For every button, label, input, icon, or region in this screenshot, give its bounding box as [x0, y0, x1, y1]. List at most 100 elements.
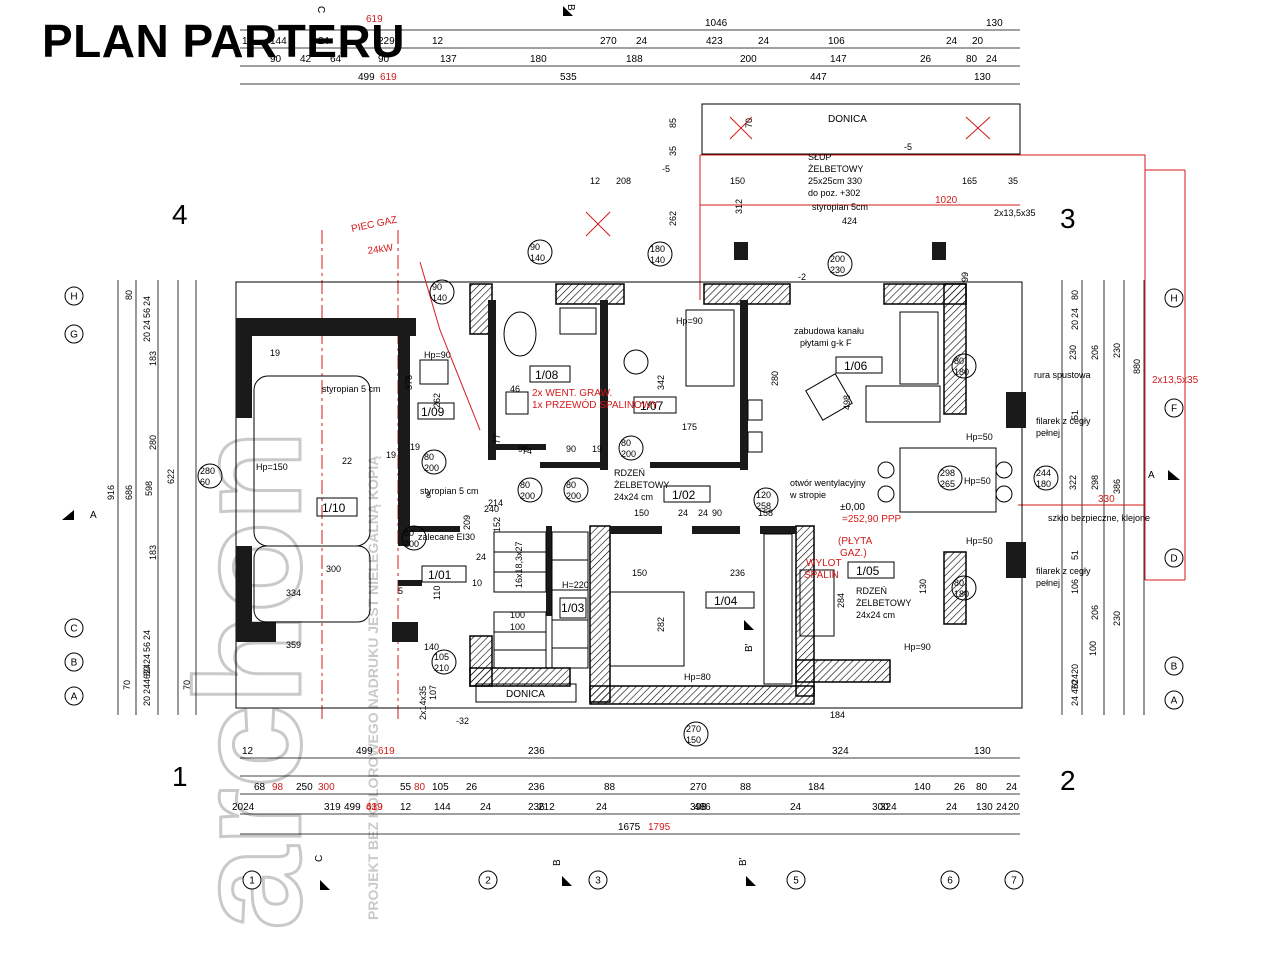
- dim-bot-r3-12: 24: [996, 802, 1008, 813]
- dim-misc-44: 140: [424, 642, 439, 652]
- dim-left-17: 70: [182, 680, 192, 690]
- dim-top-r3-10: 80: [966, 54, 978, 65]
- dim-top-r2-11: 20: [972, 36, 984, 47]
- note-szklo: szkło bezpieczne, klejone: [1048, 513, 1150, 523]
- dim-top-535: 535: [560, 72, 577, 83]
- opening-o11-line-1: 200: [404, 539, 419, 549]
- opening-o8-line-1: 200: [621, 449, 636, 459]
- note-filarek1-a: filarek z cegły: [1036, 416, 1091, 426]
- opening-o3-circle: [827, 251, 853, 277]
- section-b-top: B: [565, 4, 576, 11]
- note-hp150: Hp=150: [256, 462, 288, 472]
- dim-bot-r3-10: 24: [946, 802, 958, 813]
- dim-top-r2-7: 423: [706, 36, 723, 47]
- dim-misc-19: 280: [770, 371, 780, 386]
- dim-top-r2-10: 24: [946, 36, 958, 47]
- opening-o15-circle: [683, 721, 709, 747]
- dim-bot-324a: 324: [832, 746, 849, 757]
- note-hp90-c: Hp=90: [904, 642, 931, 652]
- dim-left-13: 20: [142, 696, 152, 706]
- axis-right-A-circle: [1164, 690, 1184, 710]
- dim-top-130: 130: [986, 18, 1003, 29]
- dim-bot-12: 12: [242, 746, 254, 757]
- dim-top-r3-0: 90: [270, 54, 282, 65]
- dim-left-7: 183: [148, 545, 158, 560]
- dim-misc-35: 90: [712, 508, 722, 518]
- red-annotations: 1020 2x13,5x35 330: [321, 154, 1199, 720]
- note-rdzen2-c: 24x24 cm: [856, 610, 895, 620]
- area-number-3: 3: [1060, 203, 1076, 234]
- red-piec-2: 24kW: [367, 242, 394, 257]
- dim-bot-486: 486: [694, 802, 711, 813]
- opening-o5-line-0: 80: [954, 356, 964, 366]
- room-1-04: 1/04: [714, 594, 738, 608]
- red-330: 330: [1098, 494, 1115, 505]
- page-title: PLAN PARTERU: [42, 15, 405, 67]
- left-dimensions: [117, 280, 197, 715]
- watermark-logo: archon: [164, 430, 332, 930]
- dim-misc-20: 46: [510, 384, 520, 394]
- red-went-2: 1x PRZEWÓD SPALINOWY: [532, 398, 658, 411]
- dim-right-11: 106: [1070, 579, 1080, 594]
- axis-left-H: H: [70, 292, 77, 303]
- opening-o7-line-0: 80: [424, 452, 434, 462]
- note-slup-1: SŁUP: [808, 152, 832, 162]
- fixtures: [253, 307, 1013, 685]
- note-h220: H=220: [562, 580, 589, 590]
- dim-top-r2-2: 24: [318, 36, 330, 47]
- opening-o10-line-1: 200: [566, 491, 581, 501]
- dim-bot-r3-13: 20: [1008, 802, 1020, 813]
- dim-top-r2-9: 106: [828, 36, 845, 47]
- dim-top-499: 499: [358, 72, 375, 83]
- dim-bot-red-2: 80: [414, 782, 426, 793]
- opening-o5-circle: [951, 353, 977, 379]
- note-slup-3: 25x25cm 330: [808, 176, 862, 186]
- note-hp80: Hp=80: [684, 672, 711, 682]
- axis-left-B-circle: [64, 652, 84, 672]
- note-styropian-mid: styropian 5 cm: [420, 486, 479, 496]
- dim-bot-619a-red: 619: [378, 746, 395, 757]
- axis-left-C-circle: [64, 618, 84, 638]
- opening-o6-circle: [197, 463, 223, 489]
- room-1-05: 1/05: [856, 564, 880, 578]
- axis-right-F-circle: [1164, 398, 1184, 418]
- axis-right-B-circle: [1164, 656, 1184, 676]
- dim-bot-red-1: 300: [318, 782, 335, 793]
- dim-right-6: 51: [1070, 410, 1080, 420]
- watermark: archon PROJEKT BEZ KOLOROWEGO NADRUKU JE…: [163, 428, 382, 931]
- opening-o4-line-0: 90: [432, 282, 442, 292]
- note-rura: rura spustowa: [1034, 370, 1091, 380]
- dim-top-r3-5: 180: [530, 54, 547, 65]
- note-rdzen2-a: RDZEŃ: [856, 586, 887, 596]
- dim-misc-33: 150: [634, 508, 649, 518]
- dim-bot-1795-red: 1795: [648, 822, 671, 833]
- note-otwor-2: w stropie: [789, 490, 826, 500]
- dim-misc-49: 100: [510, 622, 525, 632]
- opening-o14-line-1: 210: [434, 663, 449, 673]
- section-b-prime-mid: B': [744, 643, 755, 652]
- dim-misc-60: 8: [426, 490, 431, 500]
- dim-top-r3-4: 137: [440, 54, 457, 65]
- dim-misc-26: 378: [404, 375, 414, 390]
- room-1-08: 1/08: [535, 368, 559, 382]
- dim-bot-r3-1: 319: [324, 802, 341, 813]
- axis-bottom-5-circle: [786, 870, 806, 890]
- opening-o12-line-0: 244: [1036, 468, 1051, 478]
- red-went-1: 2x WENT. GRAW.: [532, 388, 612, 399]
- opening-o2-line-1: 140: [650, 255, 665, 265]
- opening-o1-line-0: 90: [530, 242, 540, 252]
- dim-left-20: 598: [144, 481, 154, 496]
- note-rdzen1-c: 24x24 cm: [614, 492, 653, 502]
- opening-o11-circle: [401, 525, 427, 551]
- dim-misc-3: 165: [962, 176, 977, 186]
- dim-right-9: 386: [1112, 479, 1122, 494]
- axis-bottom-3-circle: [588, 870, 608, 890]
- dim-misc-31: 19: [386, 450, 396, 460]
- dim-top-r3-8: 147: [830, 54, 847, 65]
- opening-o9-line-0: 80: [520, 480, 530, 490]
- dim-misc-29: 22: [342, 456, 352, 466]
- dim-right-5: 230: [1112, 343, 1122, 358]
- dim-bot-130a: 130: [974, 746, 991, 757]
